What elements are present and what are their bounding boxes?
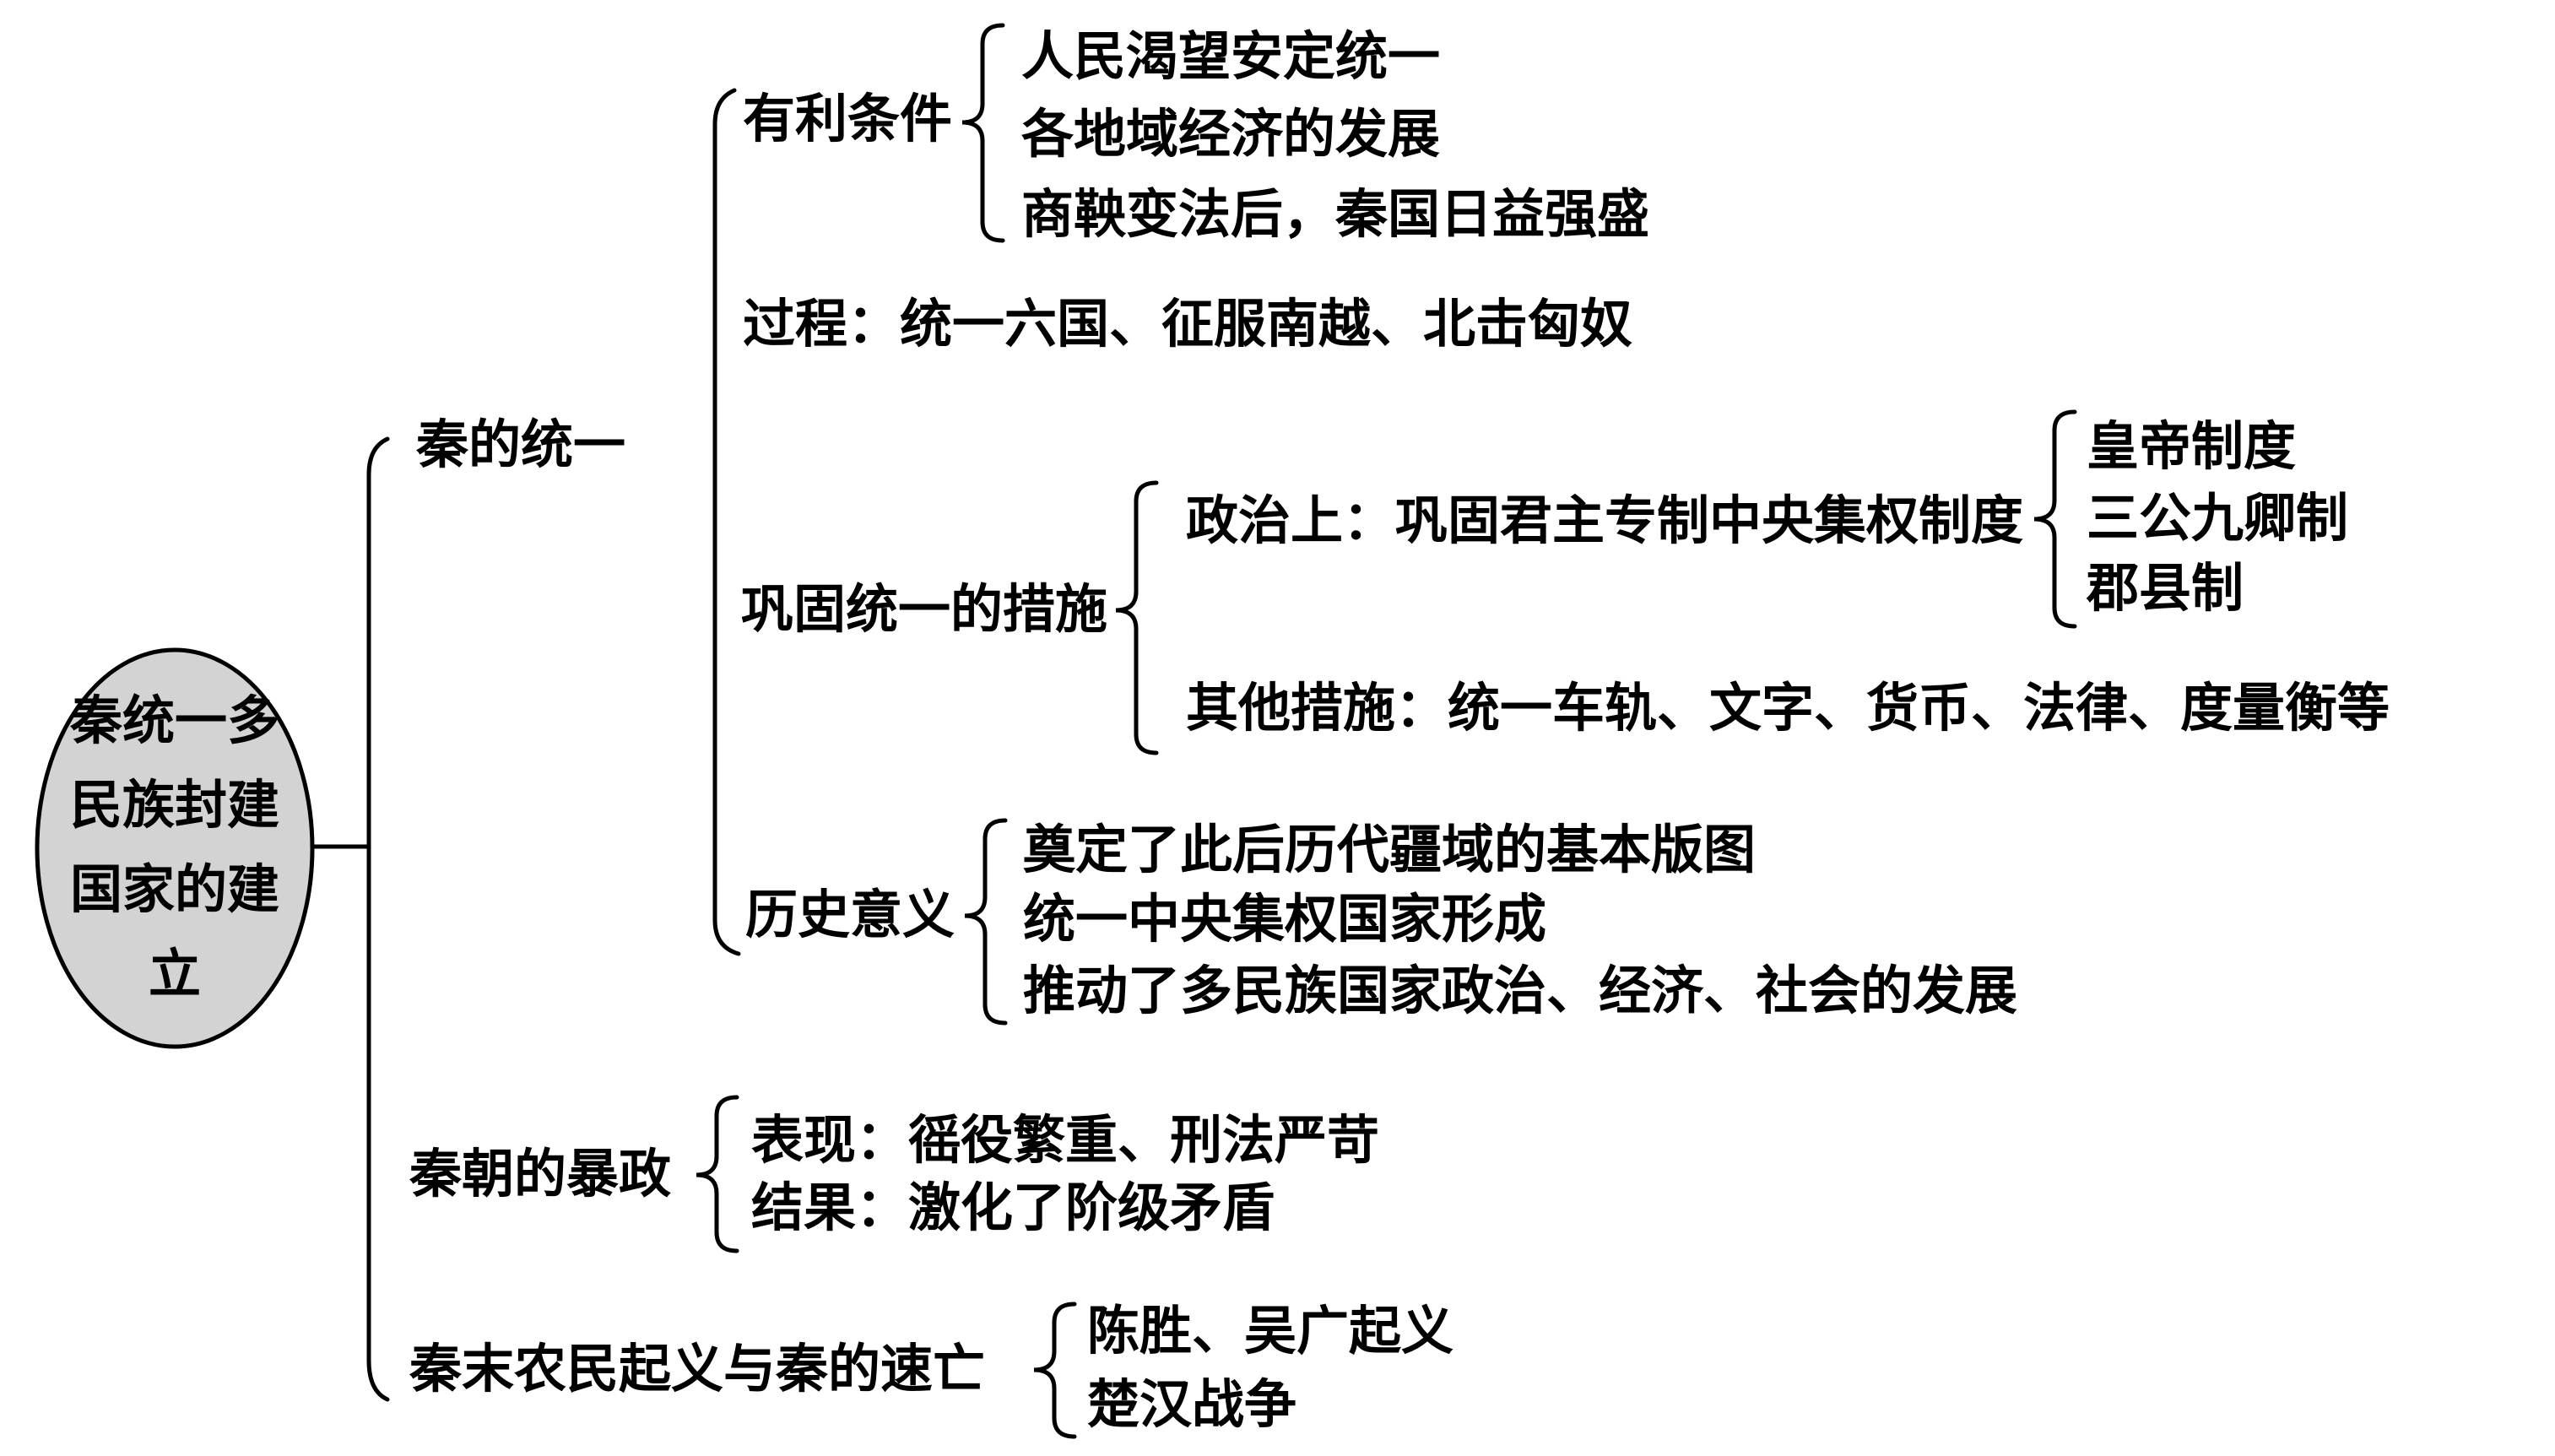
tyranny-item-manifestation: 表现：徭役繁重、刑法严苛 — [751, 1112, 1380, 1170]
favorable-conditions-brace — [961, 23, 1005, 243]
consolidation-other-measures-line: 其他措施：统一车轨、文字、货币、法律、度量衡等 — [1186, 679, 2390, 738]
node-historical-significance-label: 历史意义 — [745, 886, 955, 945]
tyranny-brace — [696, 1095, 739, 1253]
root-label-line: 民族封建 — [69, 777, 279, 835]
node-favorable-conditions-label: 有利条件 — [743, 90, 953, 149]
uprising-item-chensheng-wuguang: 陈胜、吴广起义 — [1087, 1302, 1454, 1361]
qin-unification-bracket — [712, 88, 741, 956]
root-label-line: 国家的建 — [69, 862, 279, 919]
favorable-item-people-desire-unity: 人民渴望安定统一 — [1021, 28, 1441, 86]
root-node-label: 秦统一多 民族封建 国家的建 立 — [37, 650, 312, 1047]
uprising-item-chu-han-war: 楚汉战争 — [1087, 1376, 1297, 1434]
node-consolidation-measures-label: 巩固统一的措施 — [741, 581, 1108, 639]
consolidation-political-line: 政治上：巩固君主专制中央集权制度 — [1186, 492, 2024, 550]
branch-label-qin-unification: 秦的统一 — [416, 416, 626, 474]
political-item-commandery-county-system: 郡县制 — [2087, 560, 2244, 618]
significance-item-territory-map: 奠定了此后历代疆域的基本版图 — [1023, 821, 1757, 880]
root-label-line: 秦统一多 — [69, 693, 279, 750]
main-bracket — [366, 436, 390, 1402]
political-item-emperor-system: 皇帝制度 — [2087, 418, 2297, 476]
branch-label-qin-tyranny: 秦朝的暴政 — [409, 1145, 672, 1204]
uprising-brace — [1033, 1302, 1077, 1439]
political-systems-brace — [2033, 409, 2077, 629]
political-item-three-lords-nine-ministers: 三公九卿制 — [2087, 490, 2349, 548]
consolidation-brace — [1115, 480, 1159, 755]
significance-item-centralized-state: 统一中央集权国家形成 — [1023, 890, 1547, 949]
root-label-line: 立 — [148, 946, 201, 1004]
tyranny-item-result: 结果：激化了阶级矛盾 — [751, 1179, 1275, 1237]
favorable-item-shang-yang-reform: 商鞅变法后，秦国日益强盛 — [1021, 186, 1650, 244]
node-process-line: 过程：统一六国、征服南越、北击匈奴 — [743, 295, 1633, 354]
branch-label-peasant-uprising: 秦末农民起义与秦的速亡 — [409, 1340, 986, 1399]
favorable-item-regional-economy: 各地域经济的发展 — [1021, 106, 1441, 164]
significance-item-multiethnic-development: 推动了多民族国家政治、经济、社会的发展 — [1023, 962, 2018, 1020]
significance-brace — [964, 818, 1008, 1026]
